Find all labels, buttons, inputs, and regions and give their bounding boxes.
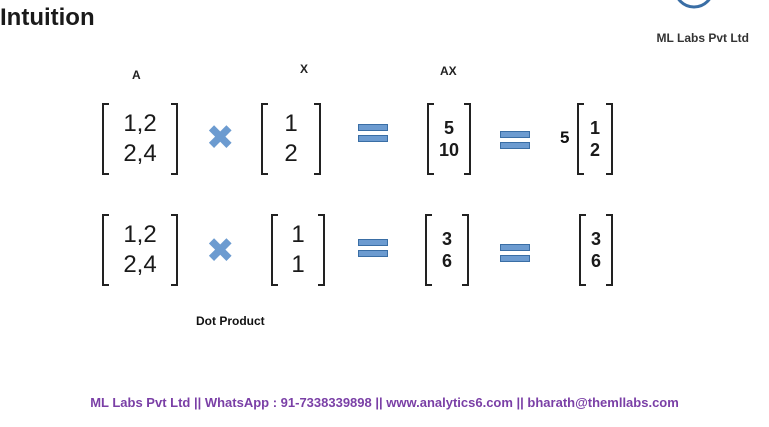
slide-title: Intuition [0,4,95,31]
matrix-cell: 6 [590,251,601,271]
matrix-cell: 1 [291,221,305,248]
matrix-cell: 2,4 [123,140,157,167]
vector-result-row2: 3 6 [579,214,613,286]
matrix-cell: 1,2 [123,110,157,137]
multiply-icon: ✖ [206,232,235,270]
matrix-a-row2: 1,2 2,4 [102,214,178,286]
vector-result-row1: 1 2 [577,103,613,175]
footer-contact: ML Labs Pvt Ltd || WhatsApp : 91-7338339… [90,395,679,410]
multiply-icon: ✖ [206,119,235,157]
ml-logo-icon: ML [677,0,711,9]
matrix-cell: 2,4 [123,251,157,278]
matrix-cell: 1 [284,110,298,137]
matrix-a-row1: 1,2 2,4 [102,103,178,175]
matrix-cell: 5 [443,117,454,138]
scalar-value: 5 [560,128,570,147]
matrix-cell: 10 [438,140,460,160]
equals-icon [358,124,388,142]
matrix-cell: 2 [284,140,298,167]
matrix-cell: 6 [441,251,452,271]
header-a: A [132,68,141,82]
svg-text:ML: ML [685,0,702,2]
matrix-cell: 3 [590,228,601,249]
matrix-cell: 1,2 [123,221,157,248]
matrix-cell: 1 [291,251,305,278]
vector-ax-row2: 3 6 [425,214,469,286]
matrix-cell: 1 [589,117,600,138]
equals-icon [500,244,530,262]
vector-ax-row1: 5 10 [427,103,471,175]
header-ax: AX [440,64,457,78]
matrix-cell: 2 [589,140,600,160]
dot-product-caption: Dot Product [196,314,265,328]
equals-icon [500,131,530,149]
matrix-cell: 3 [441,228,452,249]
vector-x-row1: 1 2 [261,103,321,175]
logo-text: ML Labs Pvt Ltd [656,31,749,45]
header-x: X [300,62,309,76]
vector-x-row2: 1 1 [271,214,325,286]
equals-icon [358,239,388,257]
